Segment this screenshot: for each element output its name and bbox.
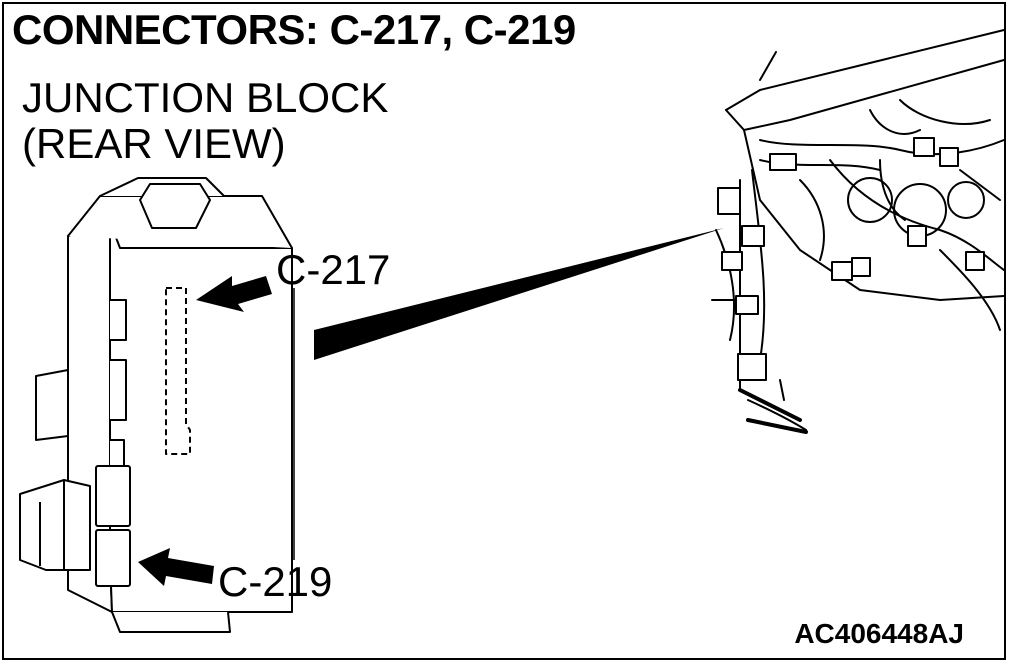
callout-c219: C-219: [218, 558, 333, 605]
arrow-c219: [138, 548, 214, 586]
view-label-line1: JUNCTION BLOCK: [22, 74, 389, 121]
instrument-panel-sketch: [711, 29, 1005, 434]
pointer-wedge: [314, 228, 724, 360]
junction-block: [19, 177, 295, 633]
view-label-line2: (REAR VIEW): [22, 120, 286, 167]
reference-code: AC406448AJ: [794, 618, 964, 649]
page-title: CONNECTORS: C-217, C-219: [12, 6, 576, 53]
arrow-c217: [196, 276, 272, 312]
callout-c217: C-217: [276, 246, 391, 293]
